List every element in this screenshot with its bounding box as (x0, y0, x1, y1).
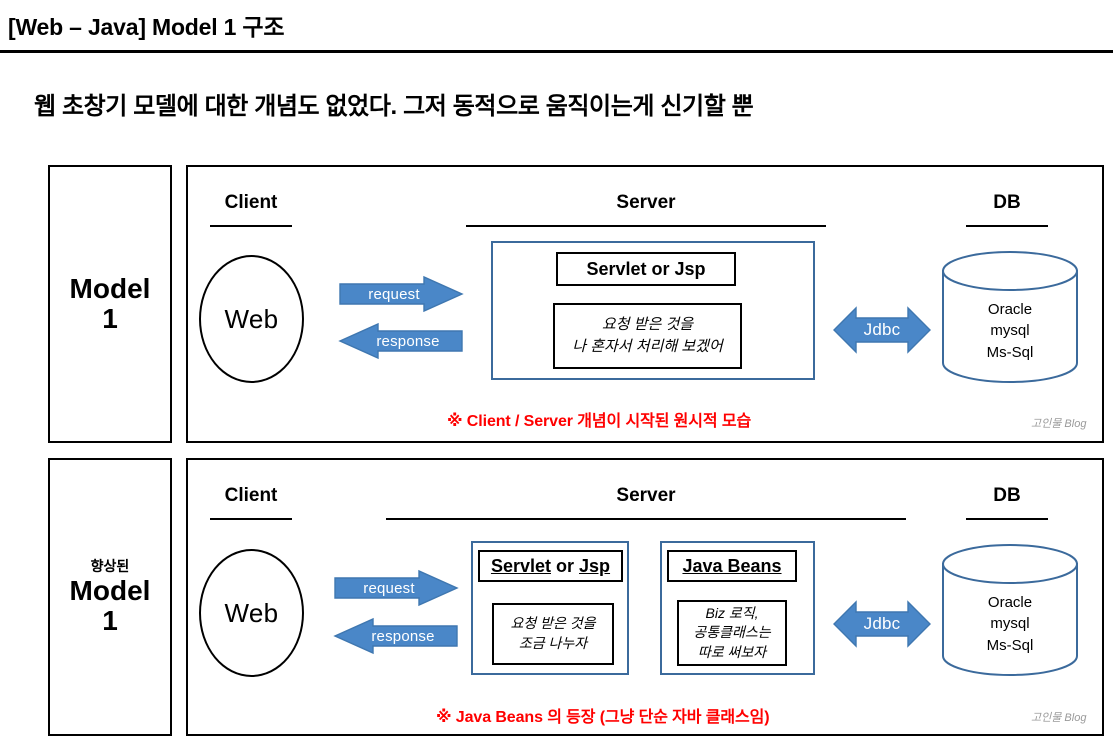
client-web-node-1: Web (199, 255, 304, 383)
column-label-db-2: DB (993, 485, 1021, 506)
servlet-jsp-body-text-2: 요청 받은 것을 조금 나누자 (510, 615, 596, 651)
arrow-request-1: request (338, 275, 464, 313)
servlet-jsp-body-1: 요청 받은 것을 나 혼자서 처리해 보겠어 (553, 303, 742, 369)
arrow-response-2: response (333, 617, 459, 655)
title-divider (0, 50, 1113, 53)
servlet-head-mid: or (551, 555, 580, 576)
arrow-request-2: request (333, 569, 459, 607)
model-label-num-1: 1 (102, 303, 118, 334)
model-label-main-1: Model (69, 272, 151, 304)
model-label-box-2: 향상된 Model 1 (48, 458, 172, 736)
column-rule-db-2 (966, 518, 1048, 520)
java-beans-head-2: Java Beans (667, 550, 797, 582)
servlet-jsp-head-1: Servlet or Jsp (556, 252, 736, 286)
page-subtitle: 웹 초창기 모델에 대한 개념도 없었다. 그저 동적으로 움직이는게 신기할 … (34, 93, 754, 120)
column-rule-server-2 (386, 518, 906, 520)
arrow-jdbc-1: Jdbc (832, 303, 932, 357)
servlet-jsp-head-2: Servlet or Jsp (478, 550, 623, 582)
column-label-client-2: Client (224, 485, 278, 506)
column-rule-client-1 (210, 225, 292, 227)
java-beans-body-text-2: Biz 로직, 공통클래스는 따로 써보자 (693, 604, 771, 660)
servlet-head-underline-b: Jsp (579, 555, 611, 576)
page-title: [Web – Java] Model 1 구조 (8, 14, 285, 40)
watermark-1: 고인물 Blog (1031, 418, 1087, 430)
column-rule-server-1 (466, 225, 826, 227)
servlet-jsp-body-text-1: 요청 받은 것을 나 혼자서 처리해 보겠어 (572, 315, 723, 356)
column-label-db-1: DB (993, 192, 1021, 213)
client-web-node-2: Web (199, 549, 304, 677)
note-red-1: ※ Client / Server 개념이 시작된 원시적 모습 (447, 413, 752, 430)
column-rule-client-2 (210, 518, 292, 520)
servlet-jsp-head-text-1: Servlet or Jsp (586, 258, 706, 279)
java-beans-head-underline: Java Beans (682, 555, 782, 576)
java-beans-body-2: Biz 로직, 공통클래스는 따로 써보자 (677, 600, 787, 666)
model-label-pre-2: 향상된 (90, 557, 130, 574)
column-rule-db-1 (966, 225, 1048, 227)
db-cylinder-1: Oracle mysql Ms-Sql (941, 251, 1079, 383)
watermark-2: 고인물 Blog (1031, 712, 1087, 724)
note-red-2: ※ Java Beans 의 등장 (그냥 단순 자바 클래스임) (436, 709, 770, 726)
servlet-jsp-body-2: 요청 받은 것을 조금 나누자 (492, 603, 614, 665)
java-beans-head-text-2: Java Beans (682, 556, 781, 577)
servlet-jsp-head-text-2: Servlet or Jsp (491, 556, 610, 577)
servlet-head-underline-a: Servlet (490, 555, 551, 576)
column-label-client-1: Client (224, 192, 278, 213)
arrow-response-1: response (338, 322, 464, 360)
column-label-server-1: Server (616, 192, 676, 213)
column-label-server-2: Server (616, 485, 676, 506)
db-cylinder-2: Oracle mysql Ms-Sql (941, 544, 1079, 676)
model-label-box-1: Model 1 (48, 165, 172, 443)
model-label-main-2: Model (69, 575, 151, 607)
arrow-jdbc-2: Jdbc (832, 597, 932, 651)
model-label-num-2: 1 (102, 605, 118, 637)
